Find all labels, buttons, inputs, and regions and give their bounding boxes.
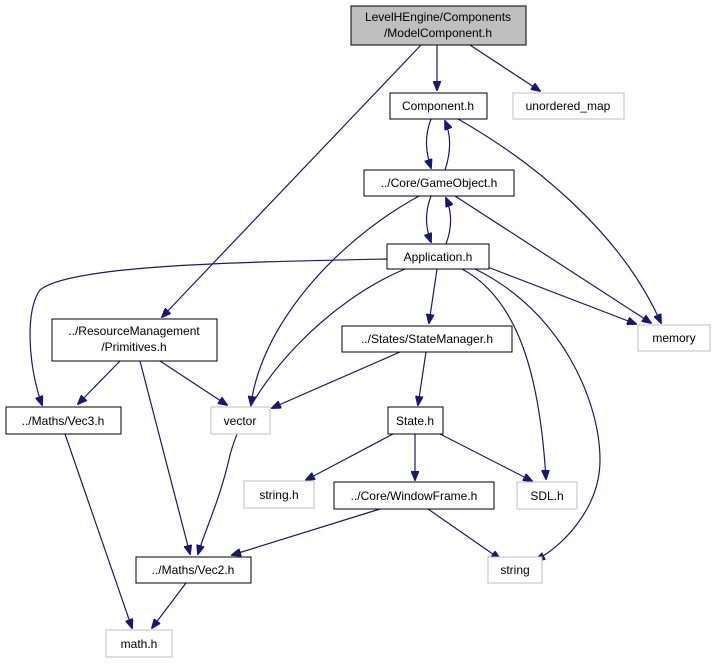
edge-vec3-to-math	[64, 433, 132, 628]
node-sdl[interactable]: SDL.h	[516, 481, 578, 510]
node-label: vector	[224, 414, 257, 428]
node-label: ../Core/GameObject.h	[381, 176, 498, 190]
edge-application-to-vec3	[29, 258, 388, 405]
edge-application-to-gameobject	[446, 198, 451, 245]
node-vec3[interactable]: ../Maths/Vec3.h	[5, 406, 122, 435]
node-gameobject[interactable]: ../Core/GameObject.h	[363, 169, 515, 197]
node-math[interactable]: math.h	[105, 629, 173, 658]
edge-component-to-gameobject	[427, 118, 432, 168]
node-label: LevelHEngine/Components	[365, 10, 511, 24]
node-label: string	[500, 563, 529, 577]
edge-application-to-memory	[484, 265, 636, 324]
node-memory[interactable]: memory	[637, 324, 711, 352]
edge-primitives-to-vec3	[78, 360, 121, 404]
node-label: ../Core/WindowFrame.h	[351, 489, 478, 503]
node-state[interactable]: State.h	[387, 406, 444, 435]
node-component[interactable]: Component.h	[389, 92, 488, 120]
edge-component-to-memory	[457, 118, 661, 323]
node-label: State.h	[396, 414, 434, 428]
edge-gameobject-to-vector	[251, 195, 420, 405]
node-primitives[interactable]: ../ResourceManagement /Primitives.h	[51, 318, 218, 362]
node-label: ../States/StateManager.h	[361, 332, 493, 346]
edge-state-to-sdl	[439, 433, 532, 481]
node-label: string.h	[259, 488, 298, 502]
node-vec2[interactable]: ../Maths/Vec2.h	[135, 556, 252, 584]
node-model-component[interactable]: LevelHEngine/Components /ModelComponent.…	[350, 5, 527, 46]
node-label: math.h	[121, 637, 158, 651]
edge-primitives-to-vector	[159, 360, 227, 405]
edge-statemanager-to-vector	[272, 351, 401, 408]
edge-vec2-to-math	[152, 582, 187, 628]
node-string-h[interactable]: string.h	[243, 480, 315, 509]
node-statemanager[interactable]: ../States/StateManager.h	[341, 325, 513, 353]
edge-application-to-string	[474, 268, 601, 560]
edge-model-to-primitives	[162, 44, 422, 317]
node-string[interactable]: string	[487, 556, 543, 584]
edge-windowframe-to-string	[427, 508, 500, 559]
edge-application-to-sdl	[461, 268, 546, 479]
edge-gameobject-to-component	[445, 121, 450, 171]
edge-model-to-unordered-map	[469, 44, 540, 91]
node-label: memory	[652, 331, 695, 345]
edge-gameobject-to-memory	[454, 195, 651, 323]
node-label: unordered_map	[526, 99, 611, 113]
node-unordered-map[interactable]: unordered_map	[512, 92, 625, 120]
node-label: ../ResourceManagement	[68, 324, 200, 338]
node-label: /ModelComponent.h	[384, 26, 492, 40]
node-windowframe[interactable]: ../Core/WindowFrame.h	[333, 481, 495, 510]
node-label: /Primitives.h	[101, 340, 166, 354]
edge-windowframe-to-vec2	[232, 508, 381, 555]
edge-state-to-string-h	[306, 433, 394, 480]
node-label: Component.h	[402, 99, 474, 113]
node-application[interactable]: Application.h	[386, 243, 490, 270]
nodes: LevelHEngine/Components /ModelComponent.…	[5, 5, 711, 658]
edge-primitives-to-vec2	[139, 360, 190, 554]
node-vector[interactable]: vector	[210, 406, 271, 435]
node-label: SDL.h	[530, 489, 563, 503]
node-label: ../Maths/Vec2.h	[152, 563, 235, 577]
node-label: Application.h	[404, 250, 473, 264]
node-label: ../Maths/Vec3.h	[22, 414, 105, 428]
edges	[29, 44, 661, 628]
edge-application-to-statemanager	[429, 268, 438, 323]
edge-statemanager-to-state	[418, 351, 427, 405]
edge-gameobject-to-application	[427, 195, 432, 242]
